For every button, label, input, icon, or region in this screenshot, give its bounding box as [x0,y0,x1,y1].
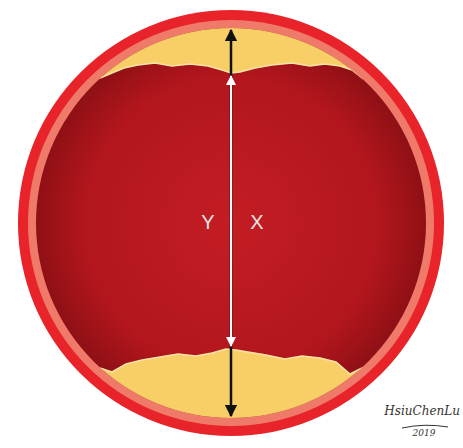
lumen-diameter-arrow [230,76,232,346]
lumen [36,28,426,418]
diameter-letter: X [250,212,263,232]
signature: HsiuChenLu [384,405,460,417]
diameter-letter: Y [201,212,214,232]
middle-wall [28,20,434,426]
signature-year: 2019 [413,429,436,438]
outer-wall [18,10,444,436]
wall-diameter-arrow [230,30,233,416]
